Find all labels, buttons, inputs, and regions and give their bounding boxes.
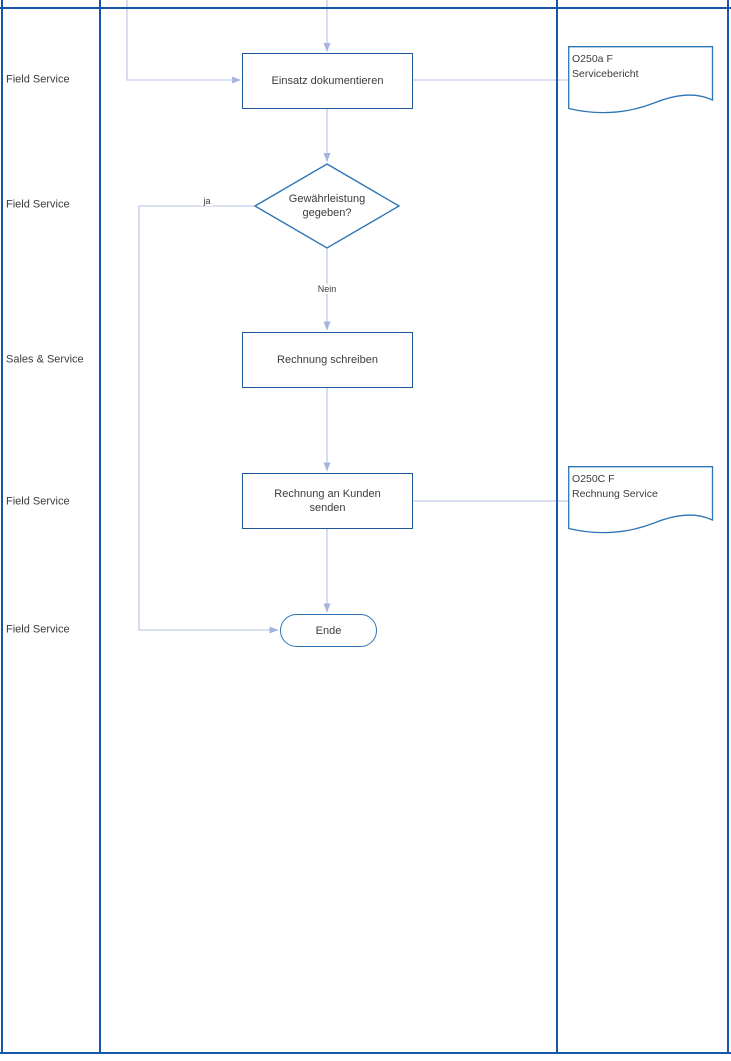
decision-gewaehrleistung-label-box: Gewährleistung gegeben? <box>262 164 392 248</box>
process-rechnung-an-kunden-senden[interactable]: Rechnung an Kunden senden <box>242 473 413 529</box>
document-column-divider <box>556 0 558 1054</box>
document-servicebericht-shape[interactable] <box>568 46 714 116</box>
document-servicebericht-line1: O250a F <box>572 53 613 65</box>
connector-decision-ja-to-end <box>138 205 279 634</box>
row-divider-bottom <box>0 1052 731 1054</box>
decision-gewaehrleistung-label: Gewährleistung gegeben? <box>288 193 366 219</box>
lane-label-field-service-1: Field Service <box>6 73 70 86</box>
document-rechnung-service-line2: Rechnung Service <box>572 488 658 500</box>
decision-diamond-shape[interactable] <box>253 163 401 249</box>
lane-border-left <box>1 0 3 1054</box>
process-rechnung-schreiben[interactable]: Rechnung schreiben <box>242 332 413 388</box>
document-rechnung-service-text: O250C F Rechnung Service <box>572 472 708 502</box>
document-servicebericht-line2: Servicebericht <box>572 68 639 80</box>
process-rechnung-an-kunden-senden-label: Rechnung an Kunden senden <box>274 488 381 514</box>
lane-label-field-service-3: Field Service <box>6 495 70 508</box>
process-einsatz-dokumentieren[interactable]: Einsatz dokumentieren <box>242 53 413 109</box>
lane-label-field-service-4: Field Service <box>6 623 70 636</box>
terminator-ende-label: Ende <box>315 624 342 637</box>
lane-label-sales-and-service: Sales & Service <box>6 353 84 366</box>
terminator-ende[interactable]: Ende <box>280 614 377 647</box>
process-einsatz-dokumentieren-label: Einsatz dokumentieren <box>271 75 384 87</box>
process-rechnung-schreiben-label: Rechnung schreiben <box>277 354 378 366</box>
row-divider-top <box>0 7 731 9</box>
document-servicebericht-outline <box>568 46 714 114</box>
document-rechnung-service-line1: O250C F <box>572 473 615 485</box>
edge-label-nein: Nein <box>315 284 339 294</box>
lane-label-field-service-2: Field Service <box>6 198 70 211</box>
document-rechnung-service-shape[interactable] <box>568 466 714 536</box>
lane-label-column-divider <box>99 0 101 1054</box>
connector-left-to-process1 <box>126 0 241 84</box>
document-servicebericht-text: O250a F Servicebericht <box>572 52 708 82</box>
edge-label-ja: ja <box>201 196 213 206</box>
lane-border-right <box>727 0 729 1054</box>
document-rechnung-service-outline <box>568 466 714 534</box>
